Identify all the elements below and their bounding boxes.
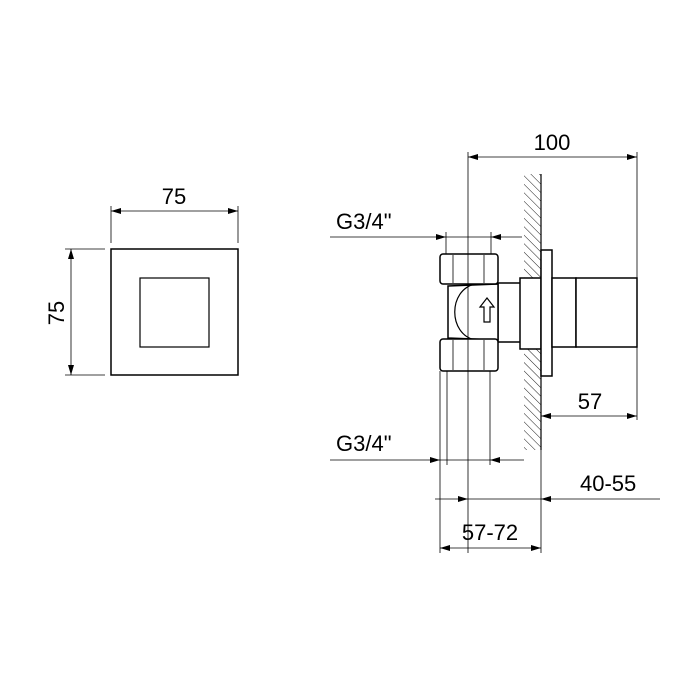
inlet-bottom-label: G3/4" [336, 431, 392, 456]
hex-nut-bottom [439, 338, 499, 372]
front-view: 75 75 [44, 184, 239, 376]
hex-nut-top [439, 253, 499, 285]
width-label: 75 [162, 184, 186, 209]
height-label: 75 [44, 301, 69, 325]
sleeve [551, 277, 577, 348]
body-depth-range-label: 57-72 [462, 520, 518, 545]
overall-depth-label: 100 [534, 130, 571, 155]
flow-arrow-icon [478, 297, 496, 323]
handle-projection-label: 57 [578, 389, 602, 414]
wall-depth-range-label: 40-55 [580, 471, 636, 496]
cover-plate-inner [139, 277, 210, 348]
collar [519, 277, 542, 350]
handle [575, 277, 638, 348]
flange [540, 249, 553, 377]
side-view: 100 G3/4" 57 G3/4" 40-55 57-72 [330, 130, 660, 553]
inlet-top-label: G3/4" [336, 209, 392, 234]
cover-plate-outer [110, 248, 239, 376]
